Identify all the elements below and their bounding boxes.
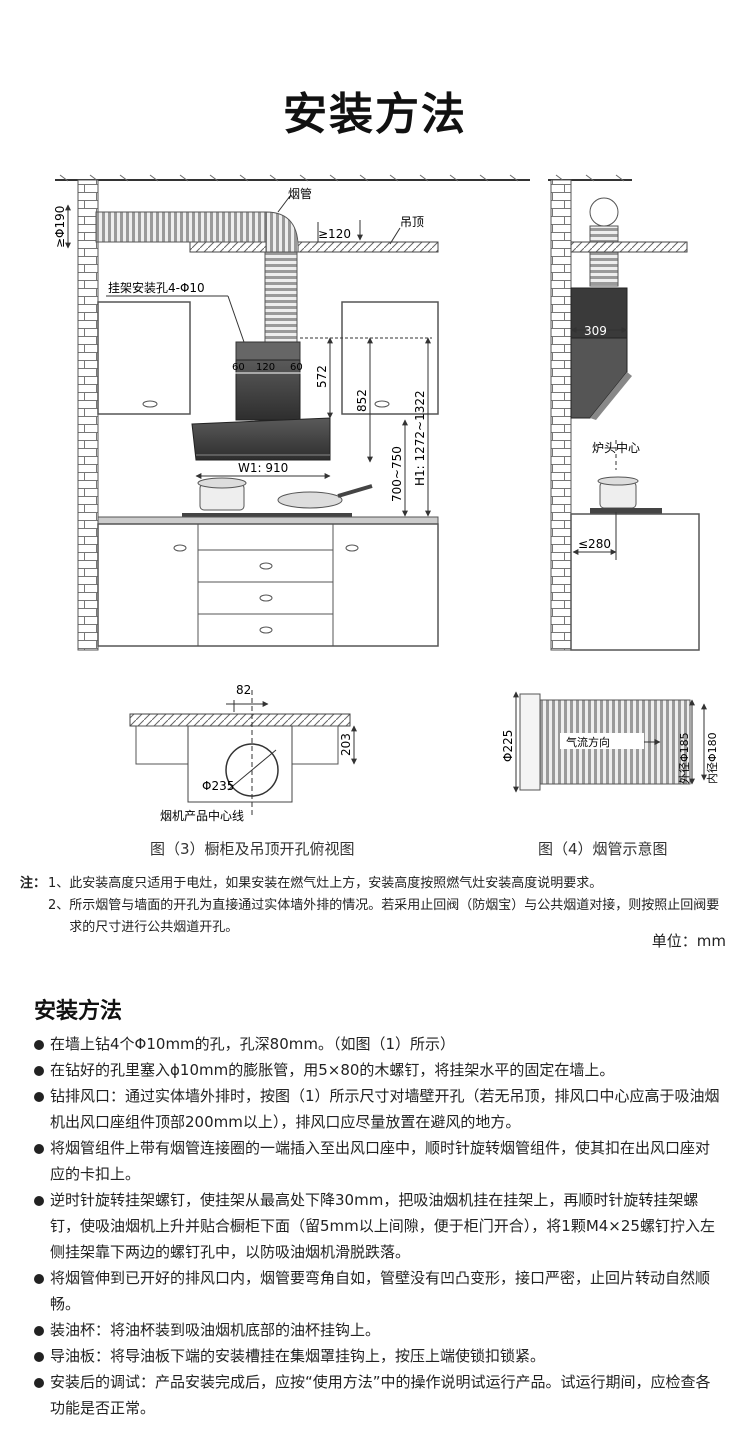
list-item: 钻排风口：通过实体墙外排时，按图（1）所示尺寸对墙壁开孔（若无吊顶，排风口中心应… [34, 1083, 724, 1135]
burner-center-label: 炉头中心 [592, 440, 640, 455]
dim-le280: ≤280 [578, 537, 611, 551]
dim-phi235: Φ235 [202, 779, 234, 793]
figure4-caption: 图（4）烟管示意图 [538, 840, 668, 858]
bracket-holes-label: 挂架安装孔4-Φ10 [108, 280, 205, 295]
dim-120: 120 [256, 362, 275, 373]
page-title: 安装方法 [283, 89, 467, 140]
note-item: 注： 1、 此安装高度只适用于电灶，如果安装在燃气灶上方，安装高度按照燃气灶安装… [20, 873, 732, 895]
dim-h1: H1: 1272~1322 [413, 390, 427, 486]
list-item: 在钻好的孔里塞入ϕ10mm的膨胀管，用5×80的木螺钉，将挂架水平的固定在墙上。 [34, 1057, 724, 1083]
unit-label: 单位：mm [651, 932, 726, 950]
center-line-label: 烟机产品中心线 [160, 808, 244, 823]
list-item: 将烟管伸到已开好的排风口内，烟管要弯角自如，管壁没有凹凸变形，接口严密，止回片转… [34, 1265, 724, 1317]
dim-309: 309 [584, 324, 607, 338]
list-item: 安装后的调试：产品安装完成后，应按“使用方法”中的操作说明试运行产品。试运行期间… [34, 1369, 724, 1421]
dim-w1: W1: 910 [238, 461, 288, 475]
dim-82: 82 [236, 683, 251, 697]
inner-diameter-label: 内径Φ180 [705, 732, 719, 784]
dim-phi225: Φ225 [501, 730, 515, 762]
flue-pipe-label: 烟管 [288, 186, 312, 201]
figure3-caption: 图（3）橱柜及吊顶开孔俯视图 [150, 840, 355, 858]
dim-852: 852 [355, 389, 369, 412]
notes: 注： 1、 此安装高度只适用于电灶，如果安装在燃气灶上方，安装高度按照燃气灶安装… [20, 873, 732, 939]
outer-diameter-label: 外径Φ185 [678, 732, 691, 784]
installation-diagram: 烟管 ≥Φ190 ≥120 吊顶 挂架安装孔4-Φ10 60 120 60 57… [53, 174, 719, 823]
note-item: 2、 所示烟管与墙面的开孔为直接通过实体墙外排的情况。若采用止回阀（防烟宝）与公… [20, 895, 732, 939]
ceiling-label: 吊顶 [400, 215, 424, 229]
list-item: 装油杯：将油杯装到吸油烟机底部的油杯挂钩上。 [34, 1317, 724, 1343]
list-item: 导油板：将导油板下端的安装槽挂在集烟罩挂钩上，按压上端使锁扣锁紧。 [34, 1343, 724, 1369]
dim-60a: 60 [232, 362, 245, 373]
note-number: 1、 [48, 876, 70, 891]
list-item: 逆时针旋转挂架螺钉，使挂架从最高处下降30mm，把吸油烟机挂在挂架上，再顺时针旋… [34, 1187, 724, 1265]
note-text: 所示烟管与墙面的开孔为直接通过实体墙外排的情况。若采用止回阀（防烟宝）与公共烟道… [69, 898, 720, 935]
list-item: 将烟管组件上带有烟管连接圈的一端插入至出风口座中，顺时针旋转烟管组件，使其扣在出… [34, 1135, 724, 1187]
dim-60b: 60 [290, 362, 303, 373]
section-title: 安装方法 [34, 999, 123, 1024]
list-item: 在墙上钻4个Φ10mm的孔，孔深80mm。（如图（1）所示） [34, 1031, 724, 1057]
dim-700-750: 700~750 [390, 446, 404, 502]
ge120-label: ≥120 [318, 227, 351, 241]
installation-steps: 在墙上钻4个Φ10mm的孔，孔深80mm。（如图（1）所示） 在钻好的孔里塞入ϕ… [34, 1031, 724, 1421]
phi190-label: ≥Φ190 [53, 206, 67, 248]
note-number: 2、 [48, 898, 70, 913]
note-text: 此安装高度只适用于电灶，如果安装在燃气灶上方，安装高度按照燃气灶安装高度说明要求… [69, 876, 603, 891]
dim-572: 572 [315, 365, 329, 388]
airflow-label: 气流方向 [566, 735, 610, 749]
note-lead: 注： [20, 876, 47, 891]
dim-203: 203 [339, 733, 353, 756]
